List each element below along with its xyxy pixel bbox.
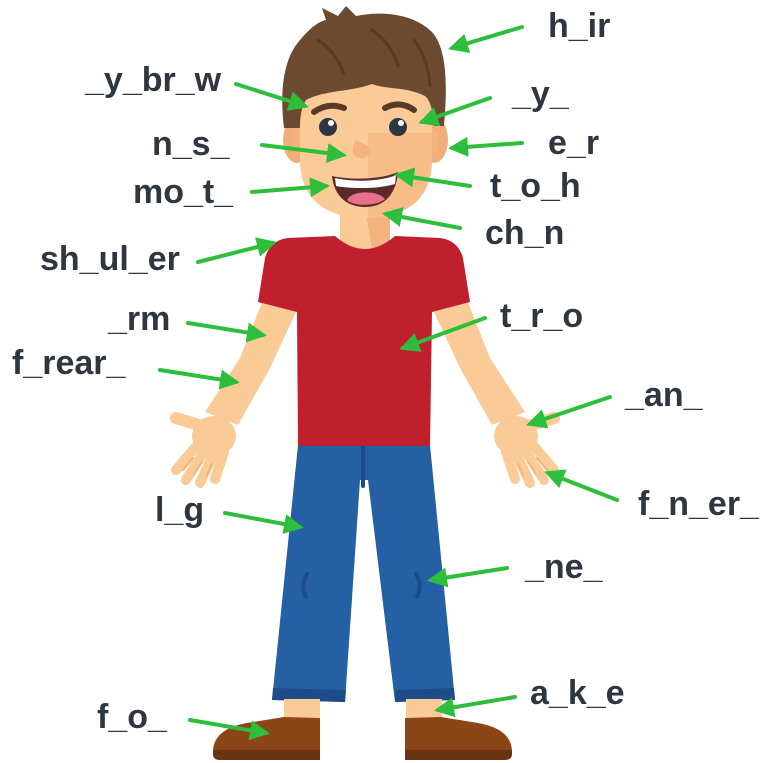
left-eye bbox=[319, 118, 337, 136]
finger-label: f_n_er_ bbox=[638, 485, 760, 523]
arrow-shoulder bbox=[198, 243, 273, 262]
right-hand bbox=[494, 416, 554, 483]
chin-label: ch_n bbox=[485, 214, 564, 252]
arrow-hand bbox=[530, 397, 610, 424]
t-shirt bbox=[258, 236, 470, 446]
arrow-hair bbox=[452, 27, 522, 48]
knee-label: _ne_ bbox=[524, 548, 604, 586]
ankle-label: a_k_e bbox=[530, 674, 625, 712]
arrow-ear bbox=[452, 143, 522, 148]
forearm-label: f_rear_ bbox=[12, 344, 127, 382]
right-eye bbox=[389, 118, 407, 136]
tooth-label: t_o_h bbox=[490, 167, 581, 205]
arrow-finger bbox=[548, 473, 617, 500]
left-arm bbox=[205, 300, 297, 425]
torso-label: t_r_o bbox=[500, 297, 583, 335]
pants bbox=[272, 445, 455, 702]
hand-label: _an_ bbox=[624, 376, 704, 414]
mouth-label: mo_t_ bbox=[133, 173, 234, 211]
eye-label: _y_ bbox=[511, 75, 570, 113]
ear-label: e_r bbox=[548, 124, 599, 162]
arrow-forearm bbox=[160, 370, 236, 382]
left-shoe bbox=[213, 717, 320, 760]
arrow-chin bbox=[386, 214, 460, 228]
shoulder-label: sh_ul_er bbox=[40, 240, 180, 278]
leg-label: l_g bbox=[155, 491, 204, 529]
nose-label: n_s_ bbox=[152, 125, 231, 163]
foot-label: f_o_ bbox=[97, 698, 168, 736]
eyebrow-label: _y_br_w bbox=[84, 61, 222, 99]
hair-label: h_ir bbox=[548, 7, 610, 45]
arm-label: _rm bbox=[107, 300, 170, 338]
right-shoe bbox=[405, 717, 512, 760]
left-hand bbox=[176, 416, 236, 483]
arrow-leg bbox=[225, 513, 300, 527]
